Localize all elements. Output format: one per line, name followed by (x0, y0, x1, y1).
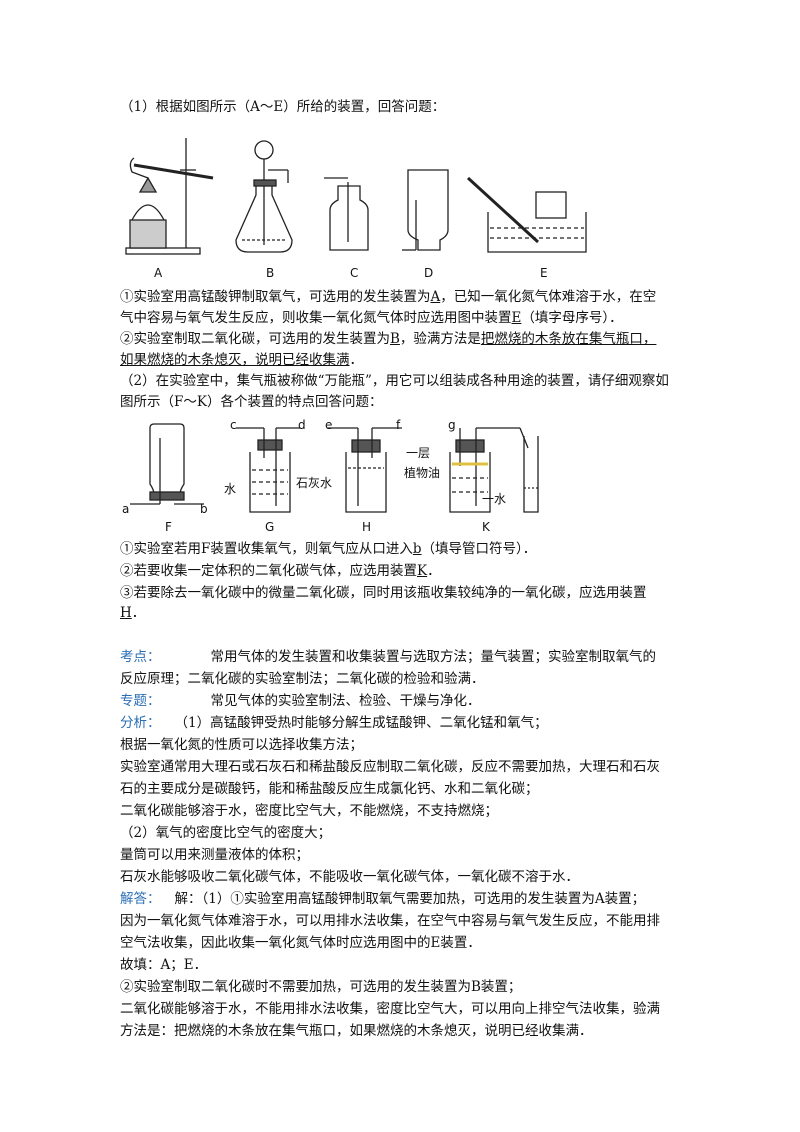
q1-2-line1: ②实验室制取二氧化碳，可选用的发生装置为B，验满方法是把燃烧的木条放在集气瓶口， (120, 331, 657, 347)
port-f: f (396, 418, 401, 432)
q2-3-answer: H． (120, 605, 146, 621)
q2-2: ②若要收集一定体积的二氧化碳气体，应选用装置K． (120, 563, 441, 579)
zhuanti-label: 专题： (120, 693, 161, 709)
label-k: K (482, 520, 490, 534)
apparatus-k (449, 427, 539, 513)
answer-e: E (511, 310, 522, 326)
fenxi-line6: （2）氧气的密度比空气的密度大； (120, 825, 332, 841)
text-water: 水 (224, 482, 237, 496)
label-c: C (350, 266, 359, 280)
fenxi-label: 分析： (120, 715, 161, 731)
zhuanti-line: 专题：常见气体的实验室制法、检验、干燥与净化． (120, 693, 481, 709)
port-a: a (122, 502, 130, 516)
answer-a: A (430, 289, 441, 305)
text-limewater: 石灰水 (296, 476, 333, 490)
label-d: D (424, 266, 434, 280)
q1-2-line2: 如果燃烧的木条熄灭，说明已经收集满． (120, 352, 363, 368)
text-layer: 一层 (406, 446, 431, 460)
apparatus-c (324, 177, 369, 251)
fenxi-line5: 二氧化碳能够溶于水，密度比空气大，不能燃烧，不支持燃烧； (120, 803, 498, 819)
port-b: b (200, 502, 208, 516)
jieda-line2: 因为一氧化氮气体难溶于水，可以用排水法收集，在空气中容易与氧气发生反应，不能用排 (120, 913, 660, 929)
jieda-line4: 故填：A；E． (120, 957, 208, 973)
apparatus-a (125, 138, 214, 255)
q2-3: ③若要除去一氧化碳中的微量二氧化碳，同时用该瓶收集较纯净的一氧化碳，应选用装置 (120, 585, 647, 601)
q1-intro: （1）根据如图所示（A～E）所给的装置，回答问题： (120, 99, 446, 115)
answer-method-2: 如果燃烧的木条熄灭，说明已经收集满 (120, 352, 350, 368)
kaodian-line1: 考点：常用气体的发生装置和收集装置与选取方法；量气装置；实验室制取氧气的 (120, 649, 656, 665)
port-e: e (325, 418, 333, 432)
q1-1-line1: ①实验室用高锰酸钾制取氧气，可选用的发生装置为A，已知一氧化氮气体难溶于水，在空 (120, 289, 657, 305)
apparatus-d (402, 169, 449, 251)
answer-h: H (120, 605, 132, 621)
text-oil: 植物油 (404, 466, 441, 480)
answer-b: B (390, 331, 400, 347)
fenxi-line2: 根据一氧化氮的性质可以选择收集方法； (120, 737, 363, 753)
fenxi-line1: 分析：（1）高锰酸钾受热时能够分解生成锰酸钾、二氧化锰和氧气； (120, 715, 548, 731)
apparatus-e (466, 176, 587, 253)
apparatus-figure-a-e (125, 138, 587, 255)
apparatus-g (236, 427, 300, 513)
jieda-line1: 解答：解：（1）①实验室用高锰酸钾制取氧气需要加热，可选用的发生装置为A装置； (120, 891, 646, 907)
kaodian-label: 考点： (120, 649, 161, 665)
q1-1-line2: 气中容易与氧气发生反应，则收集一氧化氮气体时应选用图中装置E（填字母序号）． (120, 310, 623, 326)
q2-intro-1: （2）在实验室中，集气瓶被称做“万能瓶”，用它可以组装成各种用途的装置，请仔细观… (120, 373, 669, 389)
fenxi-line4: 石的主要成分是碳酸钙，能和稀盐酸反应生成氯化钙、水和二氧化碳； (120, 781, 539, 797)
jieda-line5: ②实验室制取二氧化碳时不需要加热，可选用的发生装置为B装置； (120, 979, 522, 995)
apparatus-f (130, 423, 204, 505)
q2-intro-2: 图所示（F～K）各个装置的特点回答问题： (120, 394, 383, 410)
apparatus-h (328, 427, 402, 513)
jieda-line7: 方法是：把燃烧的木条放在集气瓶口，如果燃烧的木条熄灭，说明已经收集满． (120, 1023, 593, 1039)
apparatus-b (235, 140, 293, 253)
text-water2: 一水 (482, 492, 507, 506)
jieda-line3: 空气法收集，因此收集一氧化氮气体时应选用图中的E装置． (120, 935, 481, 951)
q2-1: ①实验室若用F装置收集氧气，则氧气应从口进入b（填导管口符号）． (120, 541, 537, 557)
port-d: d (298, 418, 306, 432)
answer-k: K (417, 563, 428, 579)
jieda-line6: 二氧化碳能够溶于水，不能用排水法收集，密度比空气大，可以用向上排空气法收集，验满 (120, 1001, 660, 1017)
fenxi-line7: 量筒可以用来测量液体的体积； (120, 847, 309, 863)
label-g: G (265, 520, 275, 534)
answer-port-b: b (412, 541, 422, 557)
jieda-label: 解答： (120, 891, 161, 907)
fenxi-line8: 石灰水能够吸收二氧化碳气体，不能吸收一氧化碳气体，一氧化碳不溶于水． (120, 869, 579, 885)
label-h: H (362, 520, 372, 534)
answer-method-1: 把燃烧的木条放在集气瓶口， (480, 331, 657, 347)
label-f: F (165, 520, 172, 534)
port-c: c (230, 418, 237, 432)
label-a: A (154, 266, 163, 280)
kaodian-line2: 反应原理；二氧化碳的实验室制法；二氧化碳的检验和验满． (120, 671, 485, 687)
label-b: B (266, 266, 275, 280)
fenxi-line3: 实验室通常用大理石或石灰石和稀盐酸反应制取二氧化碳，反应不需要加热，大理石和石灰 (120, 759, 660, 775)
port-g: g (448, 418, 456, 432)
label-e: E (540, 266, 548, 280)
apparatus-figure-f-k (130, 423, 539, 513)
